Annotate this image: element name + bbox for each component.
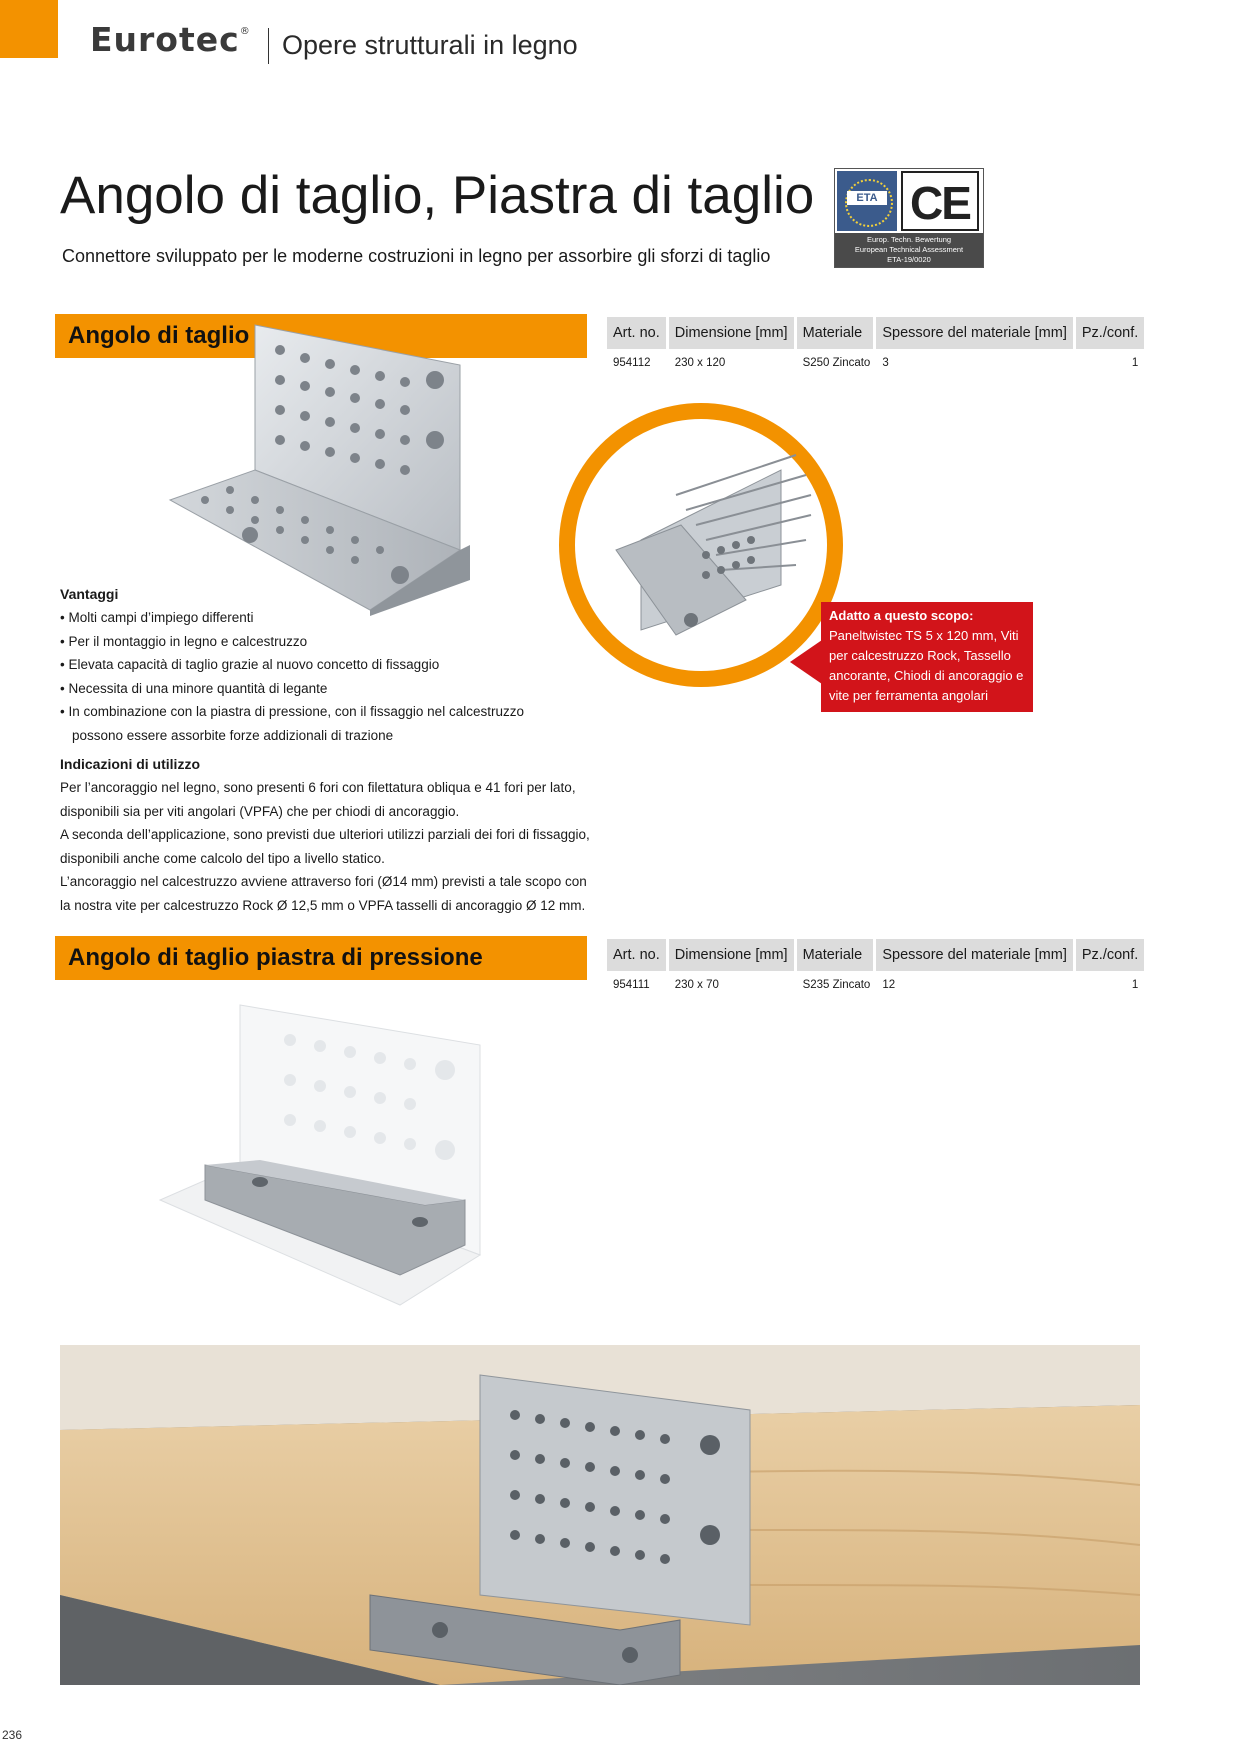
usage-text: Per l’ancoraggio nel legno, sono present… — [60, 780, 590, 913]
list-item: • Per il montaggio in legno e calcestruz… — [60, 633, 308, 649]
table-row: 954111 230 x 70 S235 Zincato 12 1 — [613, 979, 1139, 991]
section-title-shear-angle: Angolo di taglio — [68, 322, 250, 349]
spec-table-shear-angle: Art. no. Dimensione [mm] Materiale Spess… — [607, 317, 1145, 373]
spec-table-pressure-plate: Art. no. Dimensione [mm] Materiale Spess… — [607, 939, 1145, 995]
section-name: Opere strutturali in legno — [282, 30, 578, 60]
list-item: • In combinazione con la piastra di pres… — [60, 704, 524, 743]
advantages-heading: Vantaggi — [60, 586, 119, 602]
list-item: • Necessita di una minore quantità di le… — [60, 680, 328, 696]
ce-mark: CE — [901, 171, 979, 231]
page-subtitle: Connettore sviluppato per le moderne cos… — [62, 246, 771, 266]
section-title-pressure-plate: Angolo di taglio piastra di pressione — [68, 944, 483, 971]
pressure-plate-image — [158, 1004, 482, 1306]
list-item: • Molti campi d’impiego differenti — [60, 610, 254, 625]
header-divider — [268, 28, 269, 64]
installation-photo — [60, 1345, 1140, 1685]
table-row: 954112 230 x 120 S250 Zincato 3 1 — [613, 357, 1139, 369]
eta-logo: ETA — [837, 171, 897, 231]
page-number: 236 — [2, 1728, 23, 1742]
brand-logo: Eurotec® — [90, 20, 251, 59]
application-photo-circle — [559, 403, 843, 687]
corner-tab — [0, 0, 58, 58]
callout-pointer — [790, 640, 822, 684]
suitable-for-callout: Adatto a questo scopo: Paneltwistec TS 5… — [821, 602, 1033, 712]
eu-stars-icon — [845, 179, 893, 227]
advantages-list: • Molti campi d’impiego differenti • Per… — [60, 606, 570, 747]
shear-angle-image — [168, 324, 470, 616]
usage-heading: Indicazioni di utilizzo — [60, 756, 200, 772]
certification-badge: ETA CE Europ. Techn. Bewertung European … — [834, 168, 984, 268]
certification-text: Europ. Techn. Bewertung European Technic… — [835, 233, 983, 267]
list-item: • Elevata capacità di taglio grazie al n… — [60, 657, 440, 672]
page-title: Angolo di taglio, Piastra di taglio — [60, 166, 815, 225]
section-bar-pressure-plate — [55, 936, 587, 980]
